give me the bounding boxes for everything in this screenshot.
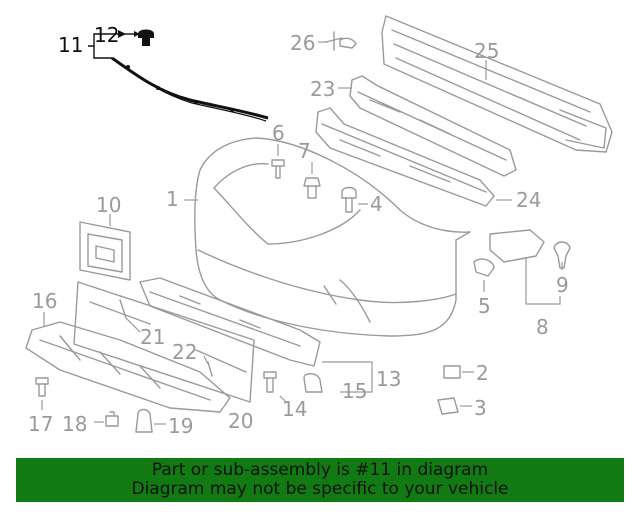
part-3-bracket[interactable]: [437, 397, 472, 415]
callout-2: 2: [476, 361, 489, 385]
callout-4: 4: [370, 192, 383, 216]
callout-23: 23: [310, 77, 335, 101]
callout-leader-22: [203, 355, 209, 365]
callout-6: 6: [272, 121, 285, 145]
callout-9: 9: [556, 273, 569, 297]
callout-17: 17: [28, 412, 53, 436]
part-18-bolt[interactable]: [94, 411, 119, 427]
callout-7: 7: [298, 139, 311, 163]
callout-leader-11-12: [88, 30, 140, 59]
callout-19: 19: [168, 414, 193, 438]
callout-3: 3: [474, 396, 487, 420]
part-16-engine-under-cover[interactable]: [25, 312, 231, 413]
callout-16: 16: [32, 289, 57, 313]
part-13-under-cover[interactable]: [139, 277, 373, 393]
callout-24: 24: [516, 188, 541, 212]
callout-5: 5: [478, 294, 491, 318]
notice-line-1: Part or sub-assembly is #11 in diagram: [151, 460, 489, 480]
parts-diagram: 11 12 26 25 23 6 7 1 4 24 10 9 5 16 21 8…: [25, 15, 613, 438]
callout-14: 14: [282, 397, 307, 421]
part-15-clip[interactable]: [303, 373, 323, 393]
part-6-bolt[interactable]: [271, 144, 285, 179]
callout-leader-21: [125, 317, 141, 333]
part-7-nut[interactable]: [303, 162, 321, 199]
callout-10: 10: [96, 193, 121, 217]
part-10-license-bracket[interactable]: [79, 214, 131, 281]
callout-1: 1: [166, 187, 179, 211]
part-8-bracket[interactable]: [489, 229, 561, 305]
part-26-bolt[interactable]: [318, 31, 357, 51]
part-19-clip[interactable]: [135, 408, 166, 433]
callout-13: 13: [376, 367, 401, 391]
notice-line-2: Diagram may not be specific to your vehi…: [131, 479, 509, 499]
part-23-retainer[interactable]: [338, 75, 517, 177]
callout-26: 26: [290, 31, 315, 55]
callout-25: 25: [474, 39, 499, 63]
callout-22: 22: [172, 340, 197, 364]
part-5-clip[interactable]: [473, 258, 495, 292]
part-17-bolt[interactable]: [35, 377, 49, 410]
callout-18: 18: [62, 412, 87, 436]
callout-12: 12: [94, 23, 119, 47]
part-1-bumper-cover[interactable]: [184, 137, 471, 337]
callout-21: 21: [140, 325, 165, 349]
part-14-bolt[interactable]: [263, 371, 287, 403]
part-11-molding[interactable]: [111, 56, 269, 122]
part-2-nut[interactable]: [443, 365, 474, 379]
part-20-lower-panel[interactable]: [73, 281, 255, 403]
part-9-clip[interactable]: [553, 241, 571, 270]
notice-banner: Part or sub-assembly is #11 in diagram D…: [16, 458, 624, 502]
callout-15: 15: [342, 379, 367, 403]
part-12-clip[interactable]: [138, 29, 154, 47]
callout-8: 8: [536, 315, 549, 339]
callout-11: 11: [58, 33, 83, 57]
part-24-absorber[interactable]: [315, 107, 512, 207]
part-4-bolt[interactable]: [341, 186, 368, 213]
part-25-reinforcement[interactable]: [381, 15, 613, 153]
callout-20: 20: [228, 409, 253, 433]
